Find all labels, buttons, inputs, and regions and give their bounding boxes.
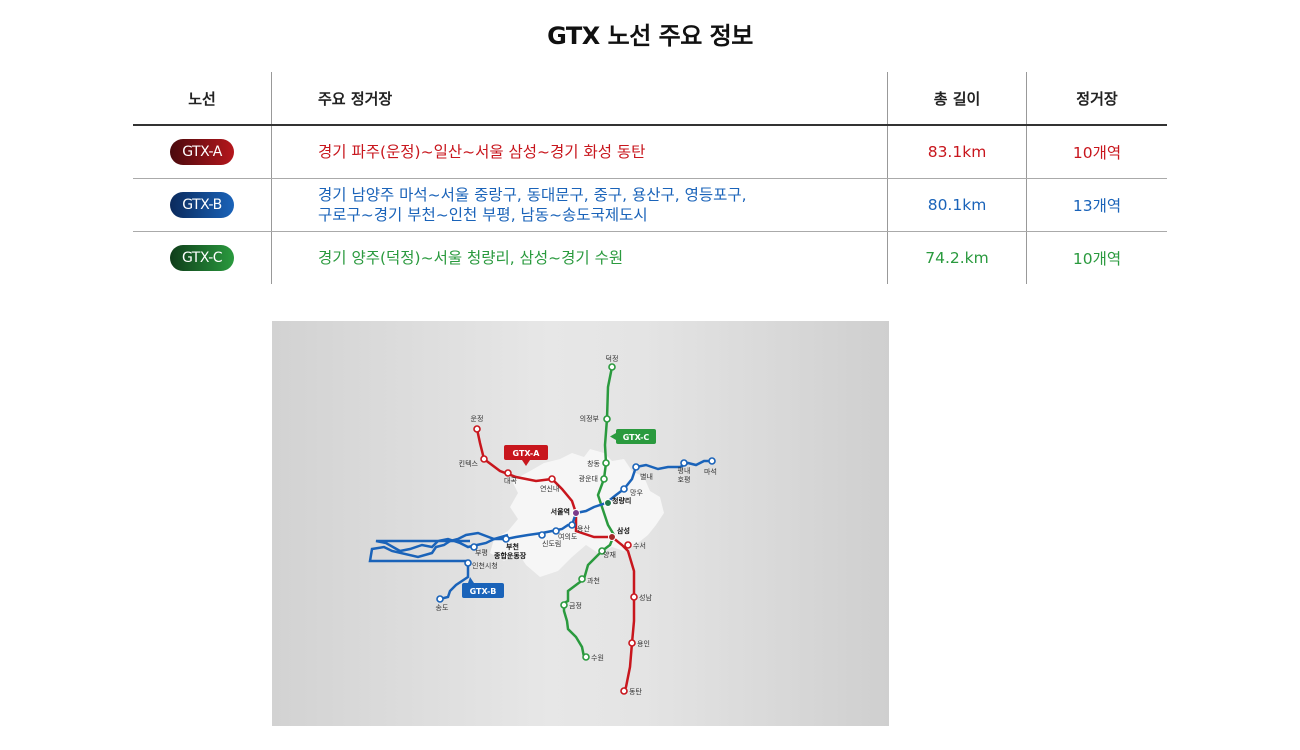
station-dot-byeollae [632, 463, 640, 471]
station-dot-gwangundae [600, 475, 608, 483]
gtx-c-tag: GTX-C [610, 429, 656, 444]
label-sindorim: 신도림 [542, 539, 561, 548]
label-suwon: 수원 [591, 653, 604, 662]
station-dot-mangu [620, 485, 628, 493]
label-suseo: 수서 [633, 541, 646, 550]
table-row-gtx-b: GTX-B 경기 남양주 마석~서울 중랑구, 동대문구, 중구, 용산구, 영… [133, 179, 1167, 232]
header-stations: 주요 정거장 [272, 72, 888, 124]
gtx-b-badge: GTX-B [170, 192, 234, 218]
label-changdong: 창동 [587, 460, 600, 468]
gtx-b-tag: GTX-B [462, 577, 504, 598]
station-dot-yeouido [552, 527, 560, 535]
label-pyeongnae: 평내 [678, 466, 691, 475]
station-dot-maseok [708, 457, 716, 465]
station-dot-bucheon [502, 535, 510, 543]
gtx-b-length: 80.1km [888, 179, 1027, 231]
gtx-info-table: 노선 주요 정거장 총 길이 정거장 GTX-A 경기 파주(운정)~일산~서울… [133, 72, 1167, 284]
label-gwacheon: 과천 [587, 576, 600, 585]
station-dot-incheon-cityhall [464, 559, 472, 567]
table-row-gtx-a: GTX-A 경기 파주(운정)~일산~서울 삼성~경기 화성 동탄 83.1km… [133, 126, 1167, 179]
label-byeollae: 별내 [640, 472, 653, 481]
table-header-row: 노선 주요 정거장 총 길이 정거장 [133, 72, 1167, 126]
station-dot-samseong [608, 533, 616, 541]
gtx-b-stops: 13개역 [1072, 197, 1122, 215]
label-maseok: 마석 [704, 467, 717, 476]
gtx-b-stations: 경기 남양주 마석~서울 중랑구, 동대문구, 중구, 용산구, 영등포구, 구… [318, 185, 747, 225]
station-dot-yeonsinnae [548, 475, 556, 483]
label-incheon-cityhall: 인천시청 [472, 561, 498, 570]
station-dot-gwacheon [578, 575, 586, 583]
header-length: 총 길이 [888, 72, 1027, 124]
gtx-a-tag: GTX-A [504, 445, 548, 466]
station-dot-suseo [624, 541, 632, 549]
label-uijeongbu: 의정부 [580, 414, 600, 423]
page-title: GTX 노선 주요 정보 [547, 22, 753, 50]
label-yangjae: 양재 [603, 551, 616, 559]
gtx-a-stops: 10개역 [1072, 144, 1122, 162]
station-dot-unjeong [473, 425, 481, 433]
svg-text:GTX-C: GTX-C [623, 433, 650, 442]
station-dot-changdong [602, 459, 610, 467]
label-kintex: 킨텍스 [459, 459, 479, 468]
label-gwangundae: 광운대 [579, 475, 598, 483]
station-dot-suwon [582, 653, 590, 661]
gtx-a-length: 83.1km [888, 126, 1027, 178]
station-dot-cheongnyangni [604, 499, 612, 507]
gtx-c-badge: GTX-C [170, 245, 234, 271]
station-dot-yongin [628, 639, 636, 647]
route-map-svg: GTX-A GTX-C GTX-B 덕정 의정부 창동 광운대 청량리 삼성 양… [368, 354, 717, 696]
gtx-b-route [368, 459, 712, 601]
label-yeonsinnae: 연신내 [540, 484, 559, 493]
station-dot-yangjae [598, 547, 606, 555]
gtx-route-map: GTX-A GTX-C GTX-B 덕정 의정부 창동 광운대 청량리 삼성 양… [272, 321, 889, 726]
station-dot-kintex [480, 455, 488, 463]
gtx-a-badge: GTX-A [170, 139, 234, 165]
station-dot-bupyeong [470, 543, 478, 551]
label-bucheon: 부천 [506, 542, 519, 551]
label-yongsan: 용산 [577, 524, 590, 533]
header-line: 노선 [133, 72, 272, 124]
gtx-c-stops: 10개역 [1072, 250, 1122, 268]
station-dot-daegok [504, 469, 512, 477]
station-dot-yongsan [568, 521, 576, 529]
label-deokjeong: 덕정 [606, 354, 619, 363]
station-dot-deokjeong [608, 363, 616, 371]
station-dot-uijeongbu [603, 415, 611, 423]
label-samseong: 삼성 [617, 526, 630, 535]
table-row-gtx-c: GTX-C 경기 양주(덕정)~서울 청량리, 삼성~경기 수원 74.2.km… [133, 232, 1167, 284]
label-bupyeong: 부평 [475, 548, 488, 557]
station-dot-songdo [436, 595, 444, 603]
station-dot-pyeongnae [680, 459, 688, 467]
station-dot-seoul [572, 509, 580, 517]
gtx-b-stations-line1: 경기 남양주 마석~서울 중랑구, 동대문구, 중구, 용산구, 영등포구, [318, 186, 747, 204]
gtx-b-stations-line2: 구로구~경기 부천~인천 부평, 남동~송도국제도시 [318, 206, 648, 224]
station-dot-seongnam [630, 593, 638, 601]
label-yongin: 용인 [637, 639, 650, 648]
label-geumjeong: 금정 [569, 601, 582, 610]
label-mangu: 망우 [630, 488, 643, 497]
gtx-c-stations: 경기 양주(덕정)~서울 청량리, 삼성~경기 수원 [318, 249, 624, 267]
label-seongnam: 성남 [639, 593, 652, 602]
station-dot-sindorim [538, 531, 546, 539]
label-bucheon-stadium: 종합운동장 [494, 551, 527, 560]
gtx-a-stations: 경기 파주(운정)~일산~서울 삼성~경기 화성 동탄 [318, 143, 646, 161]
label-daegok: 대곡 [504, 477, 517, 485]
station-dot-geumjeong [560, 601, 568, 609]
gtx-b-west-tail [375, 533, 509, 553]
header-stops: 정거장 [1076, 89, 1118, 108]
label-unjeong: 운정 [471, 414, 484, 423]
label-cheongnyangni: 청량리 [612, 496, 631, 505]
label-hopyeong: 호평 [678, 475, 691, 484]
svg-text:GTX-B: GTX-B [470, 587, 497, 596]
label-dongtan: 동탄 [629, 687, 642, 696]
label-seoul: 서울역 [551, 507, 570, 516]
label-songdo: 송도 [436, 604, 449, 612]
svg-text:GTX-A: GTX-A [513, 449, 541, 458]
gtx-c-length: 74.2.km [888, 232, 1027, 284]
station-dot-dongtan [620, 687, 628, 695]
label-yeouido: 여의도 [558, 532, 578, 541]
